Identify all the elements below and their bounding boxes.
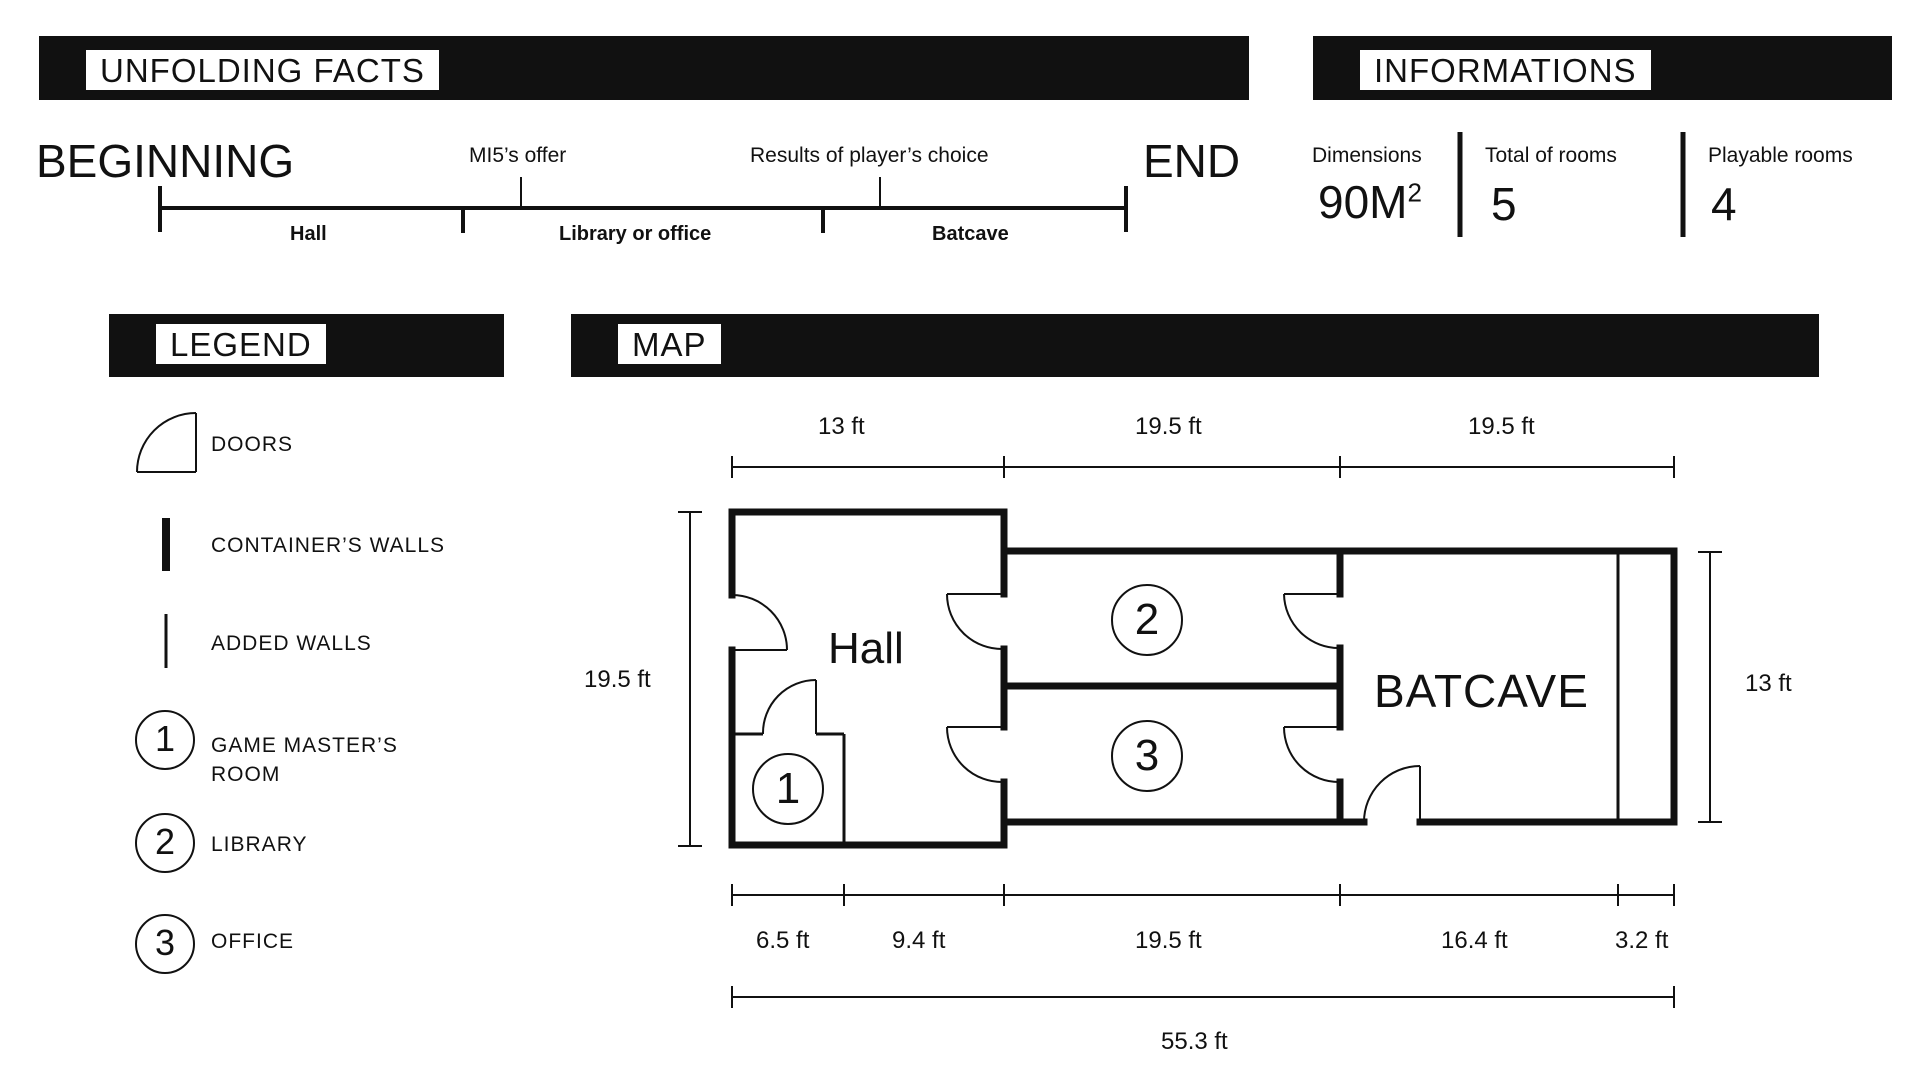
total-dimension-line <box>731 986 1675 1008</box>
playable-rooms-value: 4 <box>1711 178 1737 230</box>
door-icon <box>1283 593 1341 650</box>
left-dimension-line <box>678 511 702 847</box>
right-dimension-line <box>1698 551 1722 823</box>
timeline-phase-batcave: Batcave <box>932 223 1009 245</box>
bottom-dim-3: 19.5 ft <box>1135 927 1202 954</box>
doors <box>731 593 1421 823</box>
total-rooms-value: 5 <box>1491 178 1517 230</box>
door-icon <box>946 593 1005 651</box>
dimensions-value: 90M2 <box>1318 175 1422 229</box>
door-icon <box>1283 726 1341 784</box>
right-dim: 13 ft <box>1745 670 1792 697</box>
legend-game-master-label-line1: GAME MASTER’S <box>211 734 398 757</box>
room-2-marker-icon <box>135 813 195 873</box>
left-dim: 19.5 ft <box>584 666 651 693</box>
legend-doors-label: DOORS <box>211 433 294 456</box>
room-1-number: 1 <box>775 764 801 813</box>
top-dim-1: 13 ft <box>818 413 865 440</box>
legend-room-3-number: 3 <box>154 922 176 963</box>
total-rooms-label: Total of rooms <box>1485 144 1617 167</box>
total-dim: 55.3 ft <box>1161 1028 1228 1055</box>
bottom-dimension-line <box>731 884 1675 906</box>
timeline-beginning: BEGINNING <box>36 135 295 187</box>
room-3-number: 3 <box>1134 731 1160 780</box>
door-icon <box>136 412 197 473</box>
room-label-hall: Hall <box>828 624 904 673</box>
timeline-event-mi5: MI5’s offer <box>469 144 567 167</box>
timeline-end: END <box>1143 135 1241 187</box>
unfolding-facts-header: UNFOLDING FACTS <box>39 36 1249 100</box>
room-1-marker-icon <box>135 710 195 770</box>
bottom-dim-2: 9.4 ft <box>892 927 946 954</box>
legend-title: LEGEND <box>156 324 326 364</box>
legend-room-1-number: 1 <box>154 718 176 759</box>
bottom-dim-1: 6.5 ft <box>756 927 810 954</box>
legend-library-label: LIBRARY <box>211 833 308 856</box>
room-3-marker-icon <box>1111 720 1183 792</box>
timeline-phase-hall: Hall <box>290 223 327 245</box>
dimensions-label: Dimensions <box>1312 144 1422 167</box>
top-dim-3: 19.5 ft <box>1468 413 1535 440</box>
bottom-dim-4: 16.4 ft <box>1441 927 1508 954</box>
room-1-marker-icon <box>752 753 824 825</box>
legend-office-label: OFFICE <box>211 930 294 953</box>
container-walls <box>728 508 1678 849</box>
map-header: MAP <box>571 314 1819 377</box>
door-icon <box>946 726 1005 784</box>
unfolding-facts-title: UNFOLDING FACTS <box>86 50 439 90</box>
door-icon <box>1363 765 1421 823</box>
dimensions-unit-exponent: 2 <box>1407 177 1422 208</box>
legend-header: LEGEND <box>109 314 504 377</box>
added-walls <box>734 553 1620 843</box>
timeline-event-results: Results of player’s choice <box>750 144 989 167</box>
dimensions-number: 90M <box>1318 176 1408 228</box>
legend-container-walls-label: CONTAINER’S WALLS <box>211 534 446 557</box>
top-dimension-line <box>731 456 1675 478</box>
legend-room-2-number: 2 <box>154 821 176 862</box>
room-2-number: 2 <box>1134 595 1160 644</box>
room-label-batcave: BATCAVE <box>1374 665 1589 717</box>
bottom-dim-5: 3.2 ft <box>1615 927 1669 954</box>
room-2-marker-icon <box>1111 584 1183 656</box>
legend-game-master-label-line2: ROOM <box>211 763 281 786</box>
top-dim-2: 19.5 ft <box>1135 413 1202 440</box>
room-3-marker-icon <box>135 914 195 974</box>
playable-rooms-label: Playable rooms <box>1708 144 1853 167</box>
map-title: MAP <box>618 324 721 364</box>
timeline-phase-library-office: Library or office <box>559 223 712 245</box>
informations-header: INFORMATIONS <box>1313 36 1892 100</box>
door-icon <box>761 679 817 735</box>
informations-title: INFORMATIONS <box>1360 50 1651 90</box>
legend-added-walls-label: ADDED WALLS <box>211 632 372 655</box>
door-icon <box>731 594 788 651</box>
